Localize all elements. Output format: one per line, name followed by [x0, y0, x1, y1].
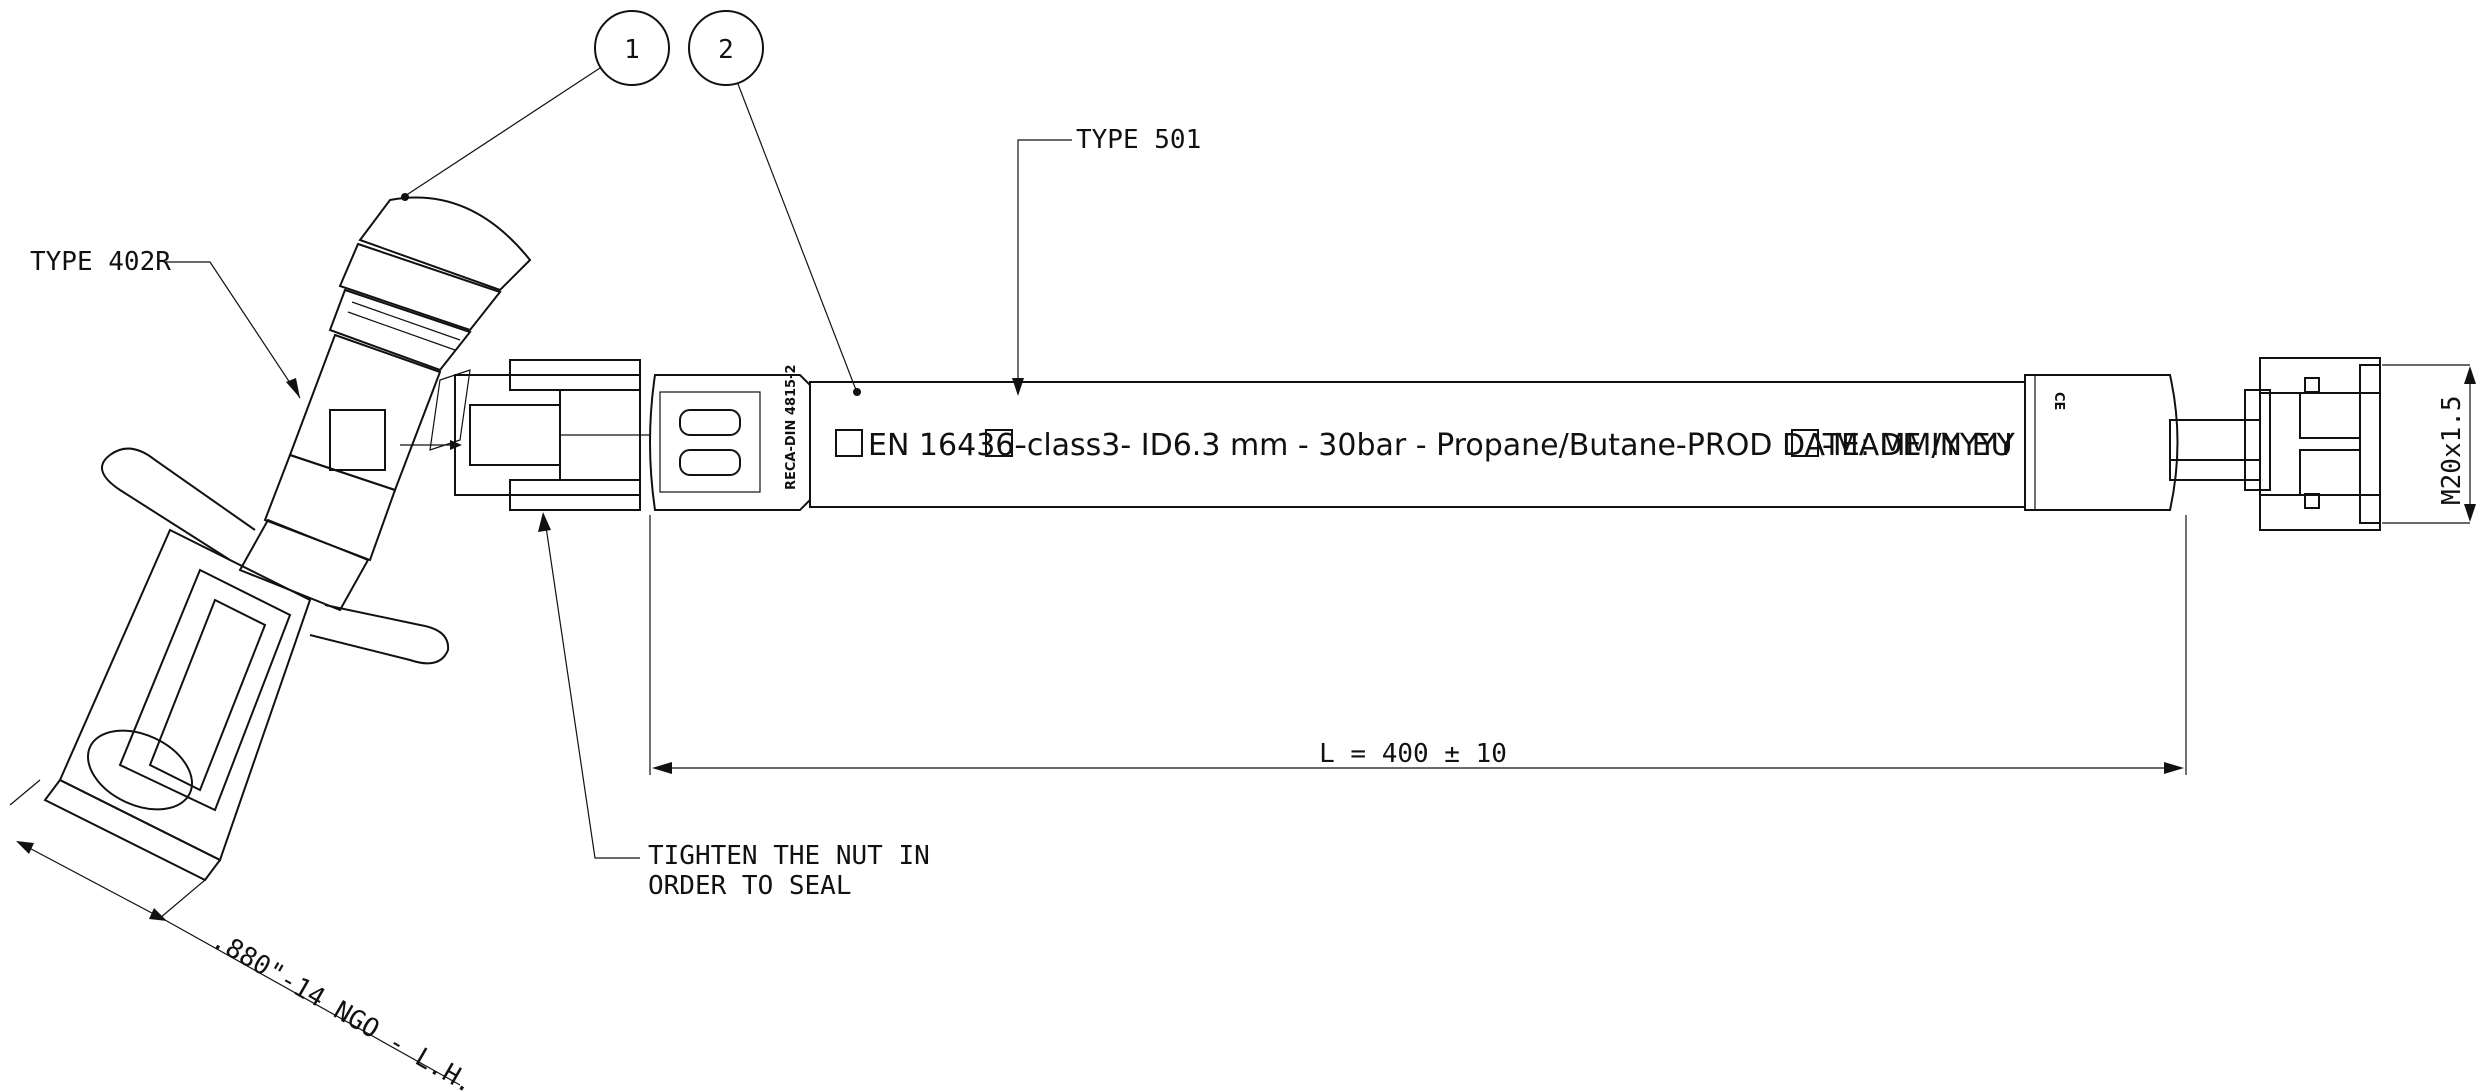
balloon-1-text: 1	[624, 35, 640, 65]
thread-right-dimension: M20x1.5	[2382, 364, 2476, 524]
thread-right-label: M20x1.5	[2437, 395, 2467, 505]
balloon-1: 1	[594, 10, 670, 86]
balloon-2-leader	[737, 83, 857, 391]
hose: EN 16436- -class3- ID6.3 mm - 30bar - Pr…	[809, 381, 2026, 508]
hose-marking-2: -class3- ID6.3 mm - 30bar - Propane/Buta…	[1016, 428, 2015, 463]
type-501-label: TYPE 501	[1076, 125, 1201, 155]
thread-left-dimension: .880"-14 NGO - L.H.	[9, 779, 480, 1091]
hose-marking-3: -MADE IN EU	[1822, 428, 2013, 463]
hose-marking-1: EN 16436-	[868, 428, 1025, 463]
right-nut	[2169, 357, 2381, 531]
type-402r-label: TYPE 402R	[30, 247, 171, 277]
tighten-note: TIGHTEN THE NUT IN ORDER TO SEAL	[538, 512, 930, 901]
left-ferrule-marking: RECA-DIN 4815-2	[784, 364, 799, 490]
type-402r-leader	[165, 261, 301, 399]
left-nut	[454, 359, 650, 511]
balloon-1-leader	[404, 67, 601, 197]
left-ferrule: RECA-DIN 4815-2	[649, 364, 811, 511]
tighten-note-line2: ORDER TO SEAL	[648, 871, 852, 901]
regulator-valve	[43, 196, 532, 882]
type-501-leader	[1017, 139, 1072, 392]
balloon-2-text: 2	[718, 35, 734, 65]
balloon-2: 2	[688, 10, 764, 86]
length-label: L = 400 ± 10	[1319, 739, 1507, 769]
tighten-note-line1: TIGHTEN THE NUT IN	[648, 841, 930, 871]
right-ferrule: CE	[2024, 374, 2179, 511]
thread-left-label: .880"-14 NGO - L.H.	[207, 925, 480, 1091]
right-ferrule-marking: CE	[2051, 392, 2066, 410]
length-dimension: L = 400 ± 10	[649, 515, 2187, 775]
